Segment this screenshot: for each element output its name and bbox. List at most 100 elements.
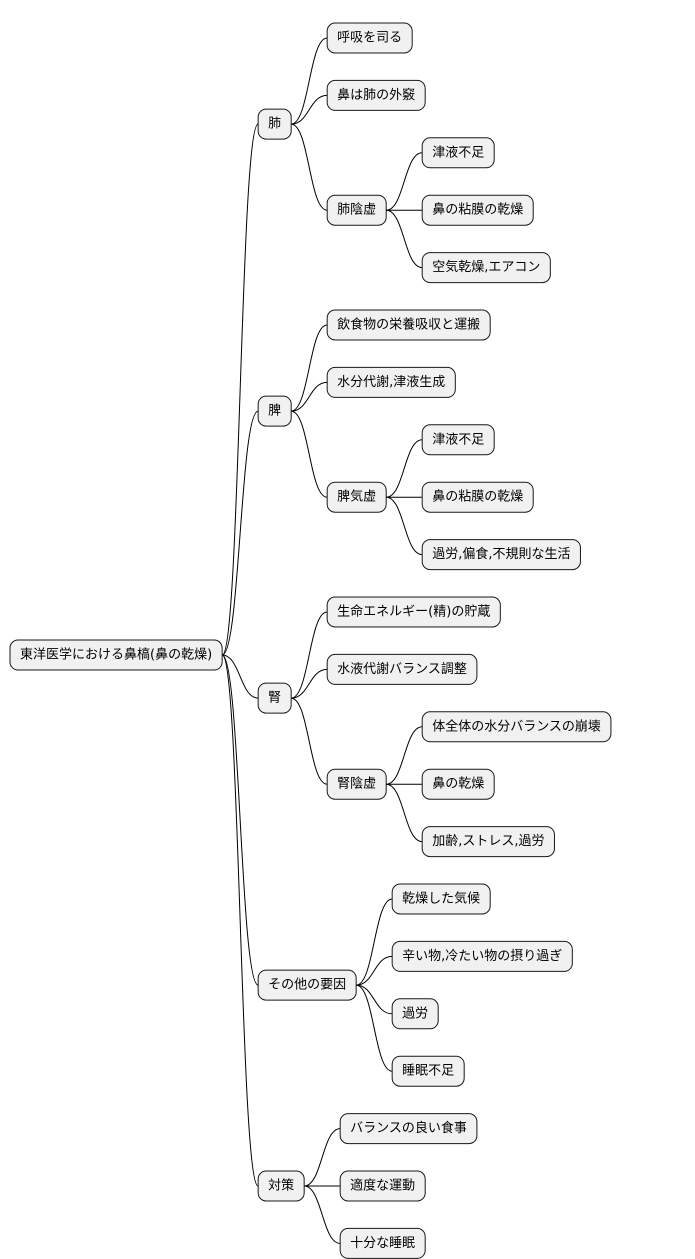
node-root-3-1: 辛い物,冷たい物の摂り過ぎ: [391, 940, 573, 972]
node-label: バランスの良い食事: [350, 1120, 467, 1136]
node-label: 対策: [268, 1178, 294, 1194]
node-label: 腎陰虚: [337, 777, 376, 792]
node-root-0-2-2: 空気乾燥,エアコン: [421, 252, 551, 284]
node-label: 過労,偏食,不規則な生活: [432, 546, 570, 562]
edge-root-to-3: [221, 654, 259, 986]
node-root-1-2: 脾気虚: [326, 481, 387, 513]
edge-root-2-to-1: [291, 668, 328, 699]
node-root-1: 脾: [257, 395, 292, 427]
node-label: 脾気虚: [337, 489, 376, 505]
edge-root-2-2-to-2: [386, 783, 423, 843]
edge-root-to-4: [221, 654, 259, 1187]
node-label: 水液代謝バランス調整: [337, 662, 467, 677]
node-root-2-2-0: 体全体の水分バランスの崩壊: [421, 711, 612, 743]
edge-root-2-to-2: [291, 697, 328, 785]
node-label: 辛い物,冷たい物の摂り過ぎ: [402, 948, 562, 964]
edge-root-0-2-to-0: [386, 152, 423, 211]
node-root-2: 腎: [257, 682, 292, 714]
node-box: [339, 1170, 426, 1202]
node-label: 脾: [268, 404, 281, 419]
edge-root-0-2-to-2: [386, 209, 423, 269]
node-root-2-2-2: 加齢,ストレス,過労: [421, 826, 555, 858]
node-label: 鼻の粘膜の乾燥: [432, 489, 523, 505]
edge-root-3-to-1: [356, 955, 393, 986]
edge-root-1-to-2: [291, 410, 328, 498]
edge-root-4-to-0: [304, 1128, 341, 1187]
node-box: [326, 194, 387, 226]
node-box: [257, 969, 357, 1001]
node-root-3-2: 過労: [391, 998, 439, 1030]
edge-root-2-to-0: [291, 611, 328, 699]
node-label: 生命エネルギー(精)の貯蔵: [337, 604, 490, 620]
mindmap-nodes: 東洋医学における鼻槁(鼻の乾燥)肺呼吸を司る鼻は肺の外竅肺陰虚津液不足鼻の粘膜の…: [9, 22, 612, 1259]
node-label: 空気乾燥,エアコン: [432, 259, 540, 275]
node-box: [326, 653, 478, 685]
node-box: [257, 108, 292, 140]
edge-root-0-to-0: [291, 37, 328, 125]
node-root-0-0: 呼吸を司る: [326, 22, 413, 54]
node-box: [326, 366, 456, 398]
node-label: 飲食物の栄養吸収と運搬: [337, 317, 480, 333]
edge-root-to-2: [222, 654, 259, 699]
node-root-2-1: 水液代謝バランス調整: [326, 653, 478, 685]
node-label: 肺: [268, 117, 281, 132]
node-root-4-2: 十分な睡眠: [339, 1227, 426, 1259]
node-box: [421, 481, 534, 513]
node-box: [326, 481, 387, 513]
node-root-0-2-1: 鼻の粘膜の乾燥: [421, 194, 534, 226]
node-box: [421, 194, 534, 226]
node-root-1-0: 飲食物の栄養吸収と運搬: [326, 309, 491, 341]
node-label: その他の要因: [268, 978, 346, 993]
edge-root-1-to-0: [291, 324, 328, 412]
node-root-1-2-0: 津液不足: [421, 424, 495, 456]
node-box: [391, 940, 573, 972]
node-box: [421, 768, 495, 800]
node-box: [421, 539, 581, 571]
node-label: 水分代謝,津液生成: [337, 375, 445, 390]
node-root-4-1: 適度な運動: [339, 1170, 426, 1202]
node-label: 加齢,ストレス,過労: [432, 834, 544, 849]
node-root-4: 対策: [257, 1170, 305, 1202]
edge-root-3-to-2: [356, 984, 393, 1015]
node-box: [421, 137, 495, 169]
node-box: [257, 395, 292, 427]
node-box: [421, 826, 555, 858]
node-root-1-2-2: 過労,偏食,不規則な生活: [421, 539, 581, 571]
edge-root-1-2-to-2: [386, 496, 423, 556]
node-label: 東洋医学における鼻槁(鼻の乾燥): [20, 647, 212, 663]
node-root-2-2-1: 鼻の乾燥: [421, 768, 495, 800]
edge-root-2-2-to-0: [386, 726, 423, 785]
node-root-0-1: 鼻は肺の外竅: [326, 79, 426, 111]
node-box: [421, 424, 495, 456]
node-label: 適度な運動: [350, 1178, 415, 1194]
node-label: 乾燥した気候: [402, 891, 480, 907]
node-label: 鼻は肺の外竅: [337, 87, 415, 103]
node-root-4-0: バランスの良い食事: [339, 1113, 478, 1145]
node-label: 十分な睡眠: [350, 1236, 415, 1251]
node-box: [421, 252, 551, 284]
edge-root-1-2-to-0: [386, 439, 423, 498]
node-label: 津液不足: [432, 145, 484, 160]
edge-root-to-0: [221, 123, 259, 656]
node-box: [326, 596, 501, 628]
node-label: 呼吸を司る: [337, 31, 402, 46]
edge-root-to-1: [221, 410, 259, 656]
node-box: [326, 22, 413, 54]
node-root-0-2-0: 津液不足: [421, 137, 495, 169]
node-label: 睡眠不足: [402, 1064, 454, 1079]
node-label: 津液不足: [432, 432, 484, 447]
node-root-2-0: 生命エネルギー(精)の貯蔵: [326, 596, 501, 628]
node-root-1-2-1: 鼻の粘膜の乾燥: [421, 481, 534, 513]
node-box: [326, 768, 387, 800]
node-root-2-2: 腎陰虚: [326, 768, 387, 800]
root-node: 東洋医学における鼻槁(鼻の乾燥): [9, 639, 223, 671]
edge-root-3-to-3: [356, 984, 393, 1072]
node-box: [421, 711, 612, 743]
edge-root-1-to-1: [291, 381, 328, 412]
node-root-0-2: 肺陰虚: [326, 194, 387, 226]
node-label: 肺陰虚: [337, 203, 376, 218]
node-box: [391, 883, 491, 915]
edge-root-4-to-2: [304, 1185, 341, 1244]
node-box: [339, 1113, 478, 1145]
